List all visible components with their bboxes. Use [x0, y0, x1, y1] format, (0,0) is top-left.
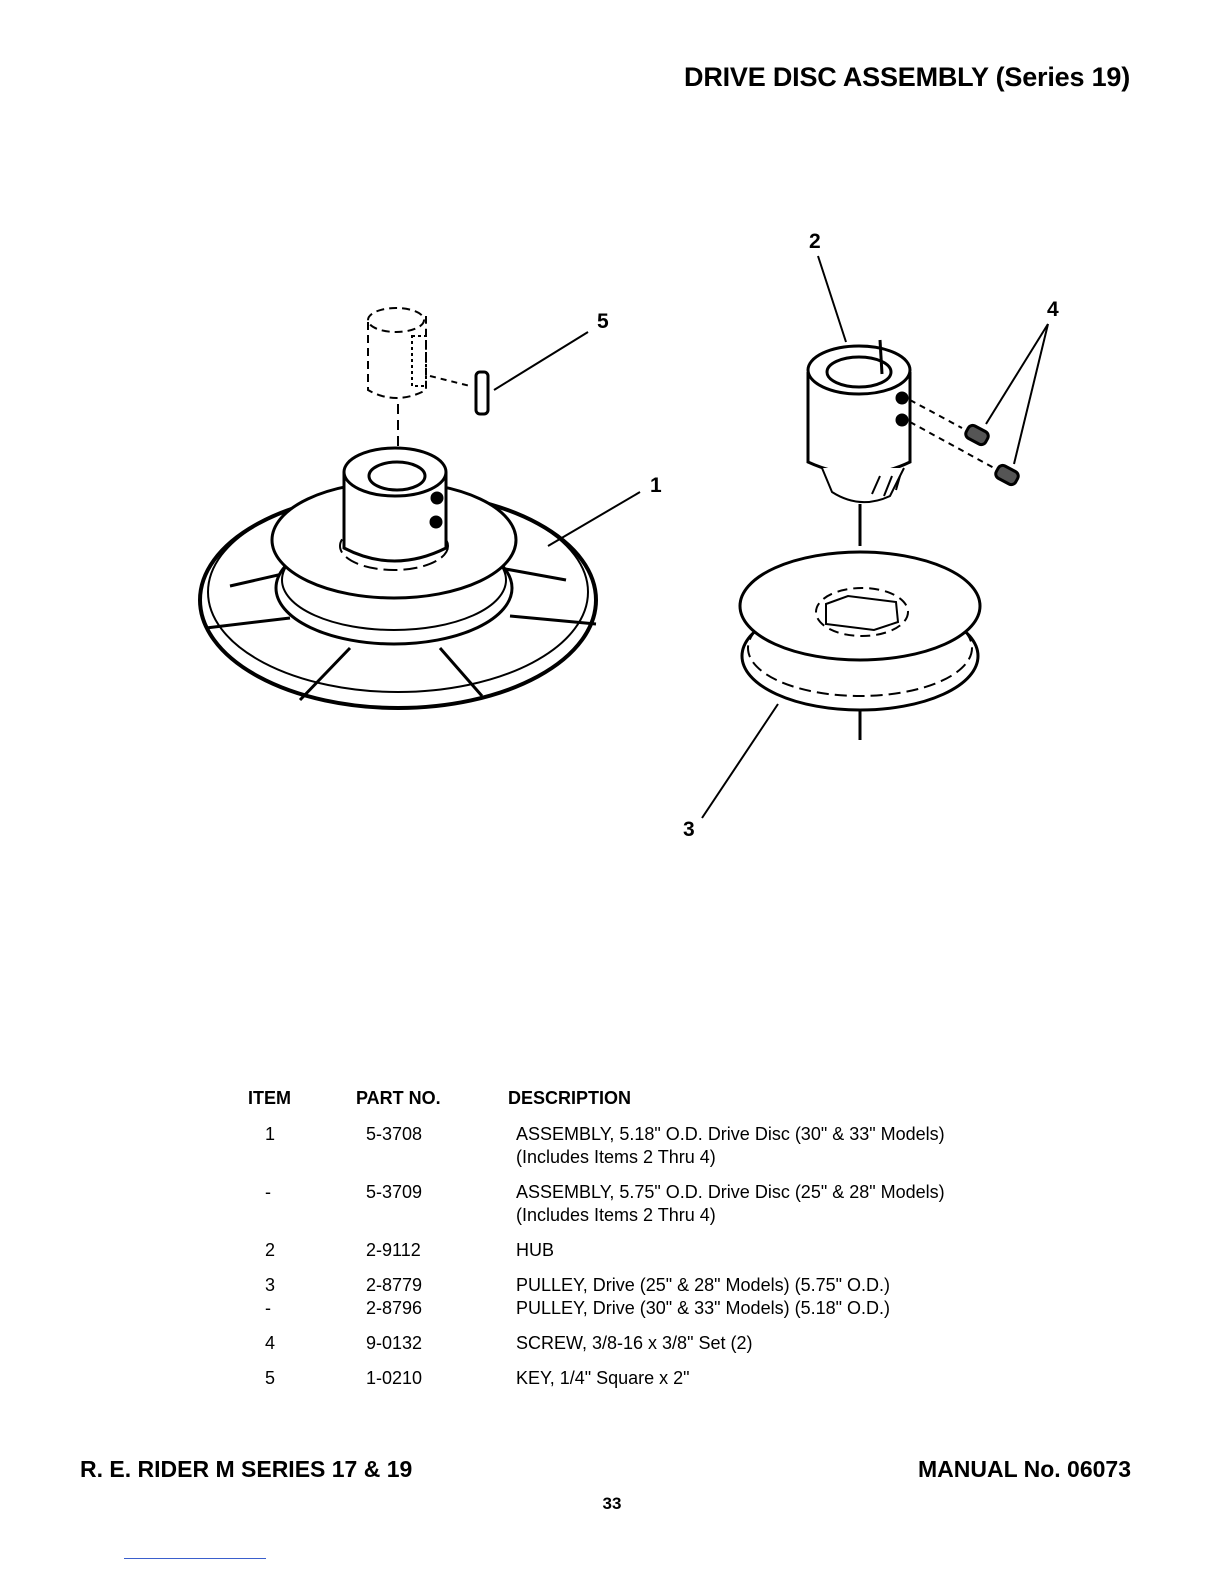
callout-1: 1 [650, 474, 662, 497]
description-line: ASSEMBLY, 5.18" O.D. Drive Disc (30" & 3… [516, 1124, 945, 1144]
item-number-line: 3 [265, 1275, 276, 1295]
table-row: 4 9-0132 SCREW, 3/8-16 x 3/8" Set (2) [228, 1332, 1028, 1367]
hub-drawing [806, 255, 912, 546]
description-line: KEY, 1/4" Square x 2" [516, 1368, 690, 1388]
part-number-line: 2-8779 [366, 1275, 423, 1295]
description: PULLEY, Drive (25" & 28" Models) (5.75" … [508, 1274, 1028, 1332]
part-number-line: 2-8796 [366, 1298, 423, 1318]
table-row: 3 - 2-8779 2-8796 PULLEY, Drive (25" & 2… [228, 1274, 1028, 1332]
header-part-no: PART NO. [356, 1088, 441, 1108]
item-number-line: - [265, 1298, 271, 1318]
item-number: 5 [265, 1368, 276, 1388]
table-row: - 5-3709 ASSEMBLY, 5.75" O.D. Drive Disc… [228, 1181, 1028, 1239]
description-line: HUB [516, 1240, 555, 1260]
item-number: 4 [265, 1333, 276, 1353]
drive-disc-assembly-drawing [198, 307, 641, 710]
part-number: 2-9112 [366, 1240, 421, 1260]
callout-4: 4 [1047, 298, 1059, 321]
part-number: 1-0210 [366, 1368, 423, 1388]
callout-3: 3 [683, 818, 695, 841]
item-number: 1 [265, 1124, 276, 1144]
description-line: PULLEY, Drive (30" & 33" Models) (5.18" … [516, 1298, 890, 1318]
table-header-row: ITEM PART NO. DESCRIPTION [228, 1088, 1028, 1123]
pulley-drawing [701, 550, 982, 819]
description: KEY, 1/4" Square x 2" [508, 1367, 1028, 1402]
part-number: 5-3709 [366, 1182, 423, 1202]
part-number: 5-3708 [366, 1124, 423, 1144]
description: ASSEMBLY, 5.18" O.D. Drive Disc (30" & 3… [508, 1123, 1028, 1181]
table-row: 1 5-3708 ASSEMBLY, 5.18" O.D. Drive Disc… [228, 1123, 1028, 1181]
page-number: 33 [602, 1494, 622, 1513]
item-number: - [265, 1182, 271, 1202]
footnote-rule [124, 1558, 266, 1559]
header-item: ITEM [248, 1088, 291, 1108]
description: ASSEMBLY, 5.75" O.D. Drive Disc (25" & 2… [508, 1181, 1028, 1239]
callout-2: 2 [809, 230, 821, 253]
item-number: 3 - [228, 1274, 356, 1332]
description-line: (Includes Items 2 Thru 4) [516, 1205, 716, 1225]
part-number: 2-8779 2-8796 [356, 1274, 508, 1332]
footer-model: R. E. RIDER M SERIES 17 & 19 [80, 1456, 413, 1482]
description-line: ASSEMBLY, 5.75" O.D. Drive Disc (25" & 2… [516, 1182, 945, 1202]
description: SCREW, 3/8-16 x 3/8" Set (2) [508, 1332, 1028, 1367]
parts-list-table: ITEM PART NO. DESCRIPTION 1 5-3708 ASSEM… [228, 1088, 1028, 1402]
part-number: 9-0132 [366, 1333, 423, 1353]
description-line: SCREW, 3/8-16 x 3/8" Set (2) [516, 1333, 753, 1353]
description-line: PULLEY, Drive (25" & 28" Models) (5.75" … [516, 1275, 890, 1295]
item-number: 2 [265, 1240, 276, 1260]
header-description: DESCRIPTION [508, 1088, 632, 1108]
table-row: 2 2-9112 HUB [228, 1239, 1028, 1274]
description: HUB [508, 1239, 1028, 1274]
exploded-parts-diagram: 1 2 3 4 5 [0, 200, 1224, 860]
description-line: (Includes Items 2 Thru 4) [516, 1147, 716, 1167]
footer-manual-number: MANUAL No. 06073 [917, 1456, 1131, 1482]
callout-5: 5 [597, 310, 609, 333]
table-row: 5 1-0210 KEY, 1/4" Square x 2" [228, 1367, 1028, 1402]
page-title: DRIVE DISC ASSEMBLY (Series 19) [684, 62, 1130, 92]
set-screws-drawing [909, 323, 1049, 487]
